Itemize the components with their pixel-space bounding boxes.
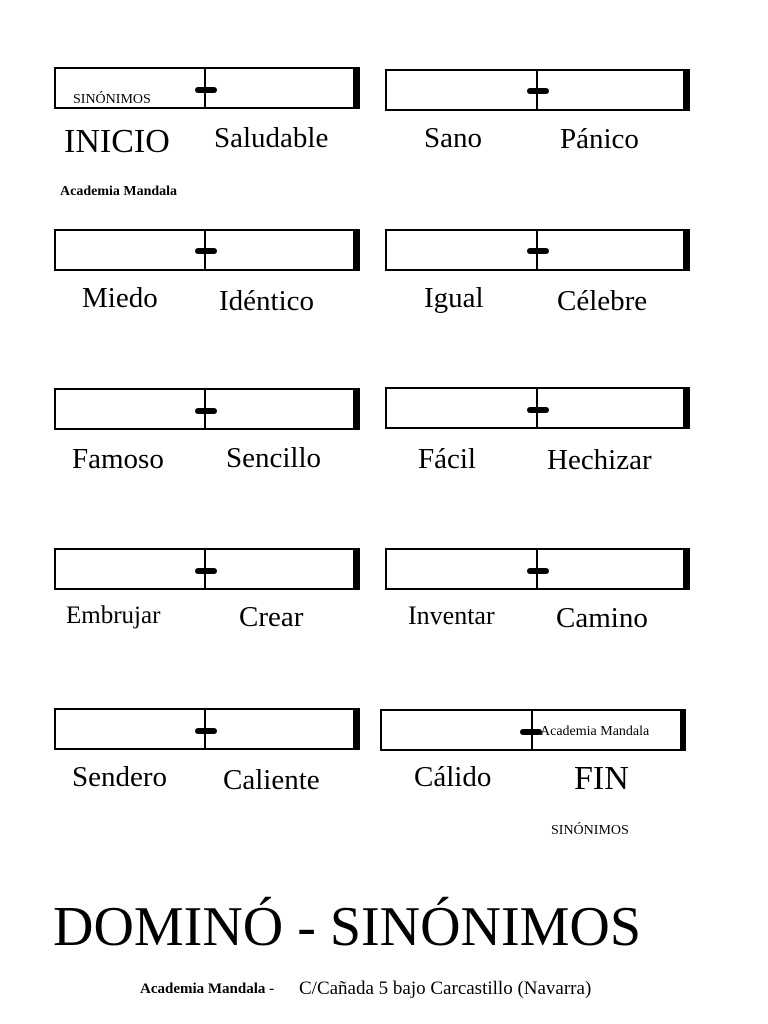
tile-9-left-word: Sendero — [72, 761, 168, 793]
tile-10-right-word: FIN — [574, 760, 629, 797]
page-title: DOMINÓ - SINÓNIMOS — [53, 896, 641, 958]
tile-dot — [195, 568, 217, 574]
tile-dot — [195, 248, 217, 254]
domino-tile-5 — [54, 388, 360, 430]
tile-endcap — [683, 387, 690, 429]
tile-3-left-word: Miedo — [82, 282, 158, 314]
tile-dot — [195, 408, 217, 414]
tile-7-right-word: Crear — [239, 601, 304, 633]
domino-tile-2 — [385, 69, 690, 111]
tile-dot — [520, 729, 542, 735]
domino-tile-4 — [385, 229, 690, 271]
tile-6-left-word: Fácil — [418, 443, 476, 475]
tile-1-label: SINÓNIMOS — [73, 92, 151, 107]
tile-5-left-word: Famoso — [72, 443, 164, 475]
tile-1-left-word: INICIO — [64, 123, 170, 160]
tile-2-right-word: Pánico — [560, 123, 639, 155]
domino-tile-7 — [54, 548, 360, 590]
tile-endcap — [353, 67, 360, 109]
tile-endcap — [680, 709, 686, 751]
tile-6-right-word: Hechizar — [547, 444, 652, 476]
tile-2-left-word: Sano — [424, 122, 482, 154]
tile-8-left-word: Inventar — [408, 601, 495, 630]
tile-endcap — [353, 548, 360, 590]
tile-dot — [527, 248, 549, 254]
bottom-label: SINÓNIMOS — [551, 823, 629, 838]
domino-tile-10: Academia Mandala — [380, 709, 686, 751]
domino-tile-3 — [54, 229, 360, 271]
tile-dot — [527, 568, 549, 574]
tile-endcap — [683, 69, 690, 111]
tile-endcap — [683, 548, 690, 590]
domino-tile-8 — [385, 548, 690, 590]
domino-tile-1: SINÓNIMOS — [54, 67, 360, 109]
tile-endcap — [683, 229, 690, 271]
tile-5-right-word: Sencillo — [226, 442, 322, 474]
tile-4-left-word: Igual — [424, 282, 484, 314]
domino-tile-6 — [385, 387, 690, 429]
footer-academy: Academia Mandala - — [140, 981, 275, 997]
tile-10-left-word: Cálido — [414, 761, 492, 793]
tile-endcap — [353, 708, 360, 750]
tile-7-left-word: Embrujar — [66, 602, 161, 629]
header-watermark: Academia Mandala — [60, 184, 178, 199]
tile-endcap — [353, 388, 360, 430]
tile-dot — [527, 88, 549, 94]
tile-1-right-word: Saludable — [214, 122, 329, 154]
tile-3-right-word: Idéntico — [219, 285, 315, 317]
tile-dot — [195, 87, 217, 93]
footer-address: C/Cañada 5 bajo Carcastillo (Navarra) — [299, 978, 592, 999]
tile-endcap — [353, 229, 360, 271]
tile-10-label: Academia Mandala — [540, 724, 650, 739]
tile-4-right-word: Célebre — [557, 285, 648, 317]
tile-9-right-word: Caliente — [223, 764, 320, 796]
tile-8-right-word: Camino — [556, 602, 648, 634]
tile-dot — [195, 728, 217, 734]
domino-tile-9 — [54, 708, 360, 750]
tile-dot — [527, 407, 549, 413]
